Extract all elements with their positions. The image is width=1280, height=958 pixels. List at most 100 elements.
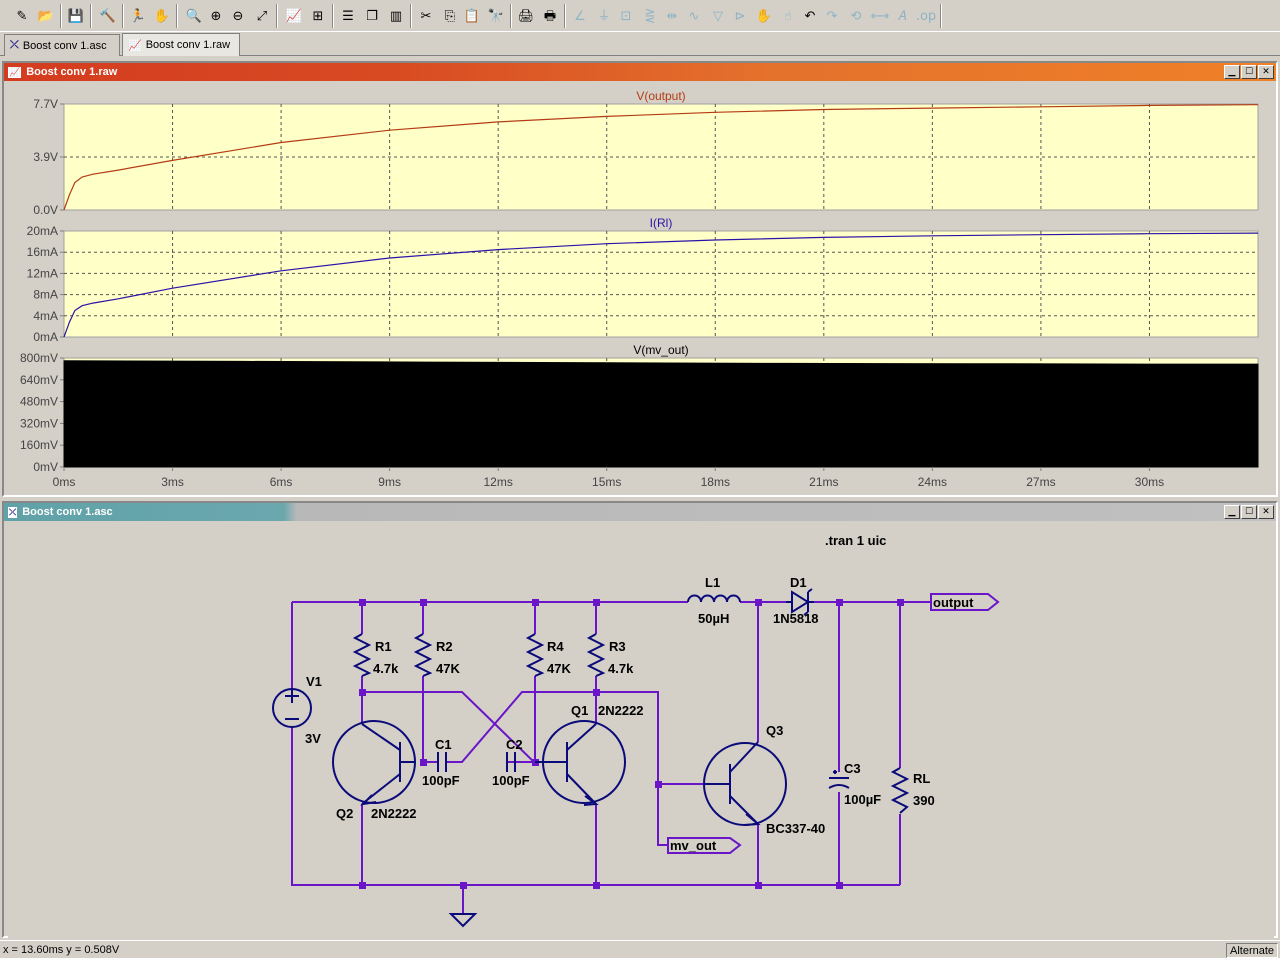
resistor-icon[interactable]: ⋛ — [644, 8, 656, 24]
wire-icon[interactable]: ∠ — [574, 8, 586, 24]
run-icon[interactable]: 🏃 — [129, 8, 147, 24]
component-value-R1: 4.7k — [373, 661, 399, 676]
component-ref-RL: RL — [913, 771, 930, 786]
trace-title[interactable]: V(output) — [636, 89, 685, 103]
toolbar-separator — [276, 4, 278, 28]
cascade-icon[interactable]: ❐ — [366, 8, 378, 24]
document-tabs: ⤫ Boost conv 1.asc 📈 Boost conv 1.raw — [0, 32, 1280, 56]
spice-directive[interactable]: .tran 1 uic — [825, 533, 886, 548]
drag-icon[interactable]: ☝ — [784, 8, 792, 24]
rotate-icon[interactable]: ⟲ — [850, 8, 862, 24]
move-icon[interactable]: ✋ — [755, 8, 773, 24]
component-value-C1: 100pF — [422, 773, 460, 788]
toolbar-separator — [332, 4, 334, 28]
inductor-L1 — [687, 594, 741, 603]
close-button[interactable]: ✕ — [1258, 65, 1274, 79]
y-tick-label: 320mV — [20, 416, 58, 430]
save-icon[interactable]: 💾 — [67, 8, 85, 24]
plot-pane-2[interactable] — [63, 230, 1259, 338]
control-panel-icon[interactable]: 🔨 — [99, 8, 117, 24]
text-icon[interactable]: 𝐴 — [897, 8, 907, 24]
zoom-out-icon[interactable]: ⊖ — [232, 8, 244, 24]
waveform-plot[interactable]: 7.7V3.9V0.0VV(output)20mA16mA12mA8mA4mA0… — [8, 83, 1274, 495]
trace-v-output[interactable] — [63, 104, 1259, 211]
spice-directive-icon[interactable]: .op — [915, 8, 937, 24]
schematic-titlebar[interactable]: ⤫ Boost conv 1.asc — [4, 503, 1276, 521]
redo-icon[interactable]: ↷ — [826, 8, 838, 24]
cut-icon[interactable]: ✂ — [420, 8, 432, 24]
zoom-pan-icon[interactable]: ⊕ — [210, 8, 222, 24]
x-tick-label: 0ms — [53, 475, 76, 489]
trace-v-mv-out[interactable] — [63, 360, 1259, 468]
copy-icon[interactable]: ⎘ — [444, 8, 456, 24]
toolbar-separator — [176, 4, 178, 28]
status-bar: x = 13.60ms y = 0.508V Alternate — [0, 940, 1280, 958]
schematic-window-title: Boost conv 1.asc — [22, 506, 113, 518]
component-value-C3: 100µF — [844, 792, 881, 807]
component-icon[interactable]: ⊳ — [734, 8, 746, 24]
print-setup-icon[interactable]: 🖨 — [517, 8, 535, 24]
mirror-icon[interactable]: ⟷ — [870, 8, 890, 24]
component-value-V1: 3V — [305, 731, 321, 746]
component-ref-V1: V1 — [306, 674, 322, 689]
resistor-R3 — [586, 633, 606, 677]
component-value-Q3: BC337-40 — [766, 821, 825, 836]
inductor-icon[interactable]: ∿ — [688, 8, 700, 24]
label-net-icon[interactable]: ⊡ — [620, 8, 632, 24]
net-label-mv-out-flag — [667, 837, 742, 854]
component-ref-C2: C2 — [506, 737, 523, 752]
paste-icon[interactable]: 📋 — [463, 8, 481, 24]
component-ref-R2: R2 — [436, 639, 453, 654]
component-ref-Q3: Q3 — [766, 723, 783, 738]
capacitor-icon[interactable]: ⇹ — [666, 8, 678, 24]
x-tick-label: 21ms — [809, 475, 838, 489]
tab-label: Boost conv 1.raw — [145, 39, 231, 51]
tile-vertical-icon[interactable]: ▥ — [389, 8, 403, 24]
zoom-fit-icon[interactable]: ⤢ — [256, 8, 268, 24]
component-ref-R3: R3 — [609, 639, 626, 654]
schematic-icon: ⤫ — [10, 39, 19, 51]
autorange-icon[interactable]: 📈 — [285, 8, 303, 24]
x-tick-label: 9ms — [378, 475, 401, 489]
new-schematic-icon[interactable]: ✎ — [16, 8, 28, 24]
trace-title[interactable]: V(mv_out) — [633, 343, 688, 357]
components — [272, 588, 1000, 928]
schematic-drawing[interactable]: .tran 1 uic L1 50µH D1 1N5818 R1 4.7k R2… — [8, 523, 1274, 951]
y-tick-label: 7.7V — [33, 97, 58, 111]
plot-settings-icon[interactable]: ⊞ — [312, 8, 324, 24]
main-toolbar: ✎ 📂 💾 🔨 🏃 ✋ 🔍 ⊕ ⊖ ⤢ 📈 ⊞ ☰ ❐ ▥ ✂ ⎘ 📋 🔭 🖨 … — [0, 0, 1280, 32]
ground-icon[interactable]: ⏚ — [597, 8, 611, 24]
net-label-output-flag — [930, 593, 1000, 611]
undo-icon[interactable]: ↶ — [804, 8, 816, 24]
minimize-button[interactable]: ▁ — [1224, 505, 1240, 519]
maximize-button[interactable]: ☐ — [1241, 65, 1257, 79]
net-label-mv-out[interactable]: mv_out — [670, 838, 717, 853]
toolbar-separator — [60, 4, 62, 28]
minimize-button[interactable]: ▁ — [1224, 65, 1240, 79]
halt-icon[interactable]: ✋ — [153, 8, 171, 24]
maximize-button[interactable]: ☐ — [1241, 505, 1257, 519]
tab-label: Boost conv 1.asc — [22, 39, 107, 52]
component-value-D1: 1N5818 — [773, 611, 819, 626]
trace-title[interactable]: I(Rl) — [650, 216, 673, 230]
tab-waveform[interactable]: 📈 Boost conv 1.raw — [122, 33, 240, 56]
diode-D1 — [786, 588, 814, 616]
resistor-R4 — [525, 633, 545, 677]
print-icon[interactable]: 🖶 — [543, 8, 557, 24]
component-value-Q2: 2N2222 — [371, 806, 417, 821]
trace-i-rl[interactable] — [63, 232, 1259, 338]
resistor-RL — [890, 767, 910, 814]
close-button[interactable]: ✕ — [1258, 505, 1274, 519]
zoom-in-icon[interactable]: 🔍 — [185, 8, 203, 24]
diode-icon[interactable]: ▽ — [713, 8, 723, 24]
tile-horizontal-icon[interactable]: ☰ — [342, 8, 354, 24]
tab-schematic[interactable]: ⤫ Boost conv 1.asc — [4, 34, 120, 56]
open-icon[interactable]: 📂 — [37, 8, 55, 24]
net-label-output[interactable]: output — [933, 595, 974, 610]
waveform-titlebar[interactable]: 📈 Boost conv 1.raw — [4, 63, 1276, 81]
schematic-canvas[interactable]: .tran 1 uic L1 50µH D1 1N5818 R1 4.7k R2… — [8, 523, 1274, 951]
y-tick-label: 0.0V — [33, 203, 58, 217]
find-icon[interactable]: 🔭 — [487, 8, 505, 24]
